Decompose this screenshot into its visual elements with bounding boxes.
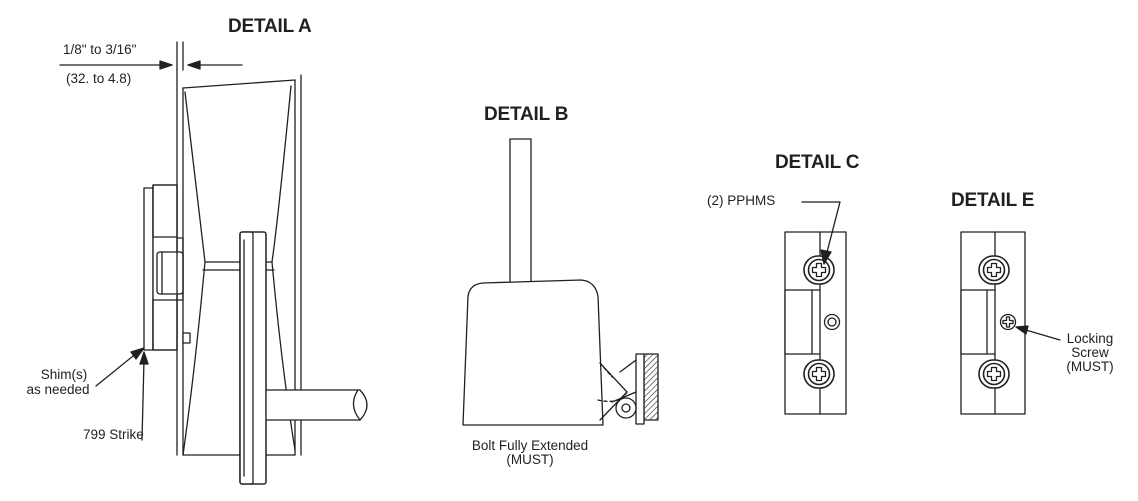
detail-a-title: DETAIL A xyxy=(228,16,312,37)
screws-leader xyxy=(801,201,841,257)
detail-b-drawing xyxy=(462,138,659,426)
strike-section-hatched xyxy=(643,353,659,421)
screws-label: (2) PPHMS xyxy=(707,193,776,208)
lever-handle xyxy=(239,231,368,485)
detail-c-title: DETAIL C xyxy=(775,152,860,173)
gap-dimension-metric: (32. to 4.8) xyxy=(66,71,132,86)
locking-label-line3: (MUST) xyxy=(1066,359,1114,374)
screw-bottom-c xyxy=(803,359,835,389)
screw-top-c xyxy=(803,255,835,285)
detail-b-title: DETAIL B xyxy=(484,104,569,125)
lock-body xyxy=(462,279,604,426)
screw-bottom-e xyxy=(978,359,1010,389)
detail-e-drawing xyxy=(960,231,1061,415)
screw-top-e xyxy=(978,255,1010,285)
bolt-rod xyxy=(509,138,532,284)
detail-e-title: DETAIL E xyxy=(951,190,1035,211)
shim-label-line2: as needed xyxy=(26,382,90,397)
locking-label-line1: Locking xyxy=(1066,331,1114,346)
detail-a-leaders xyxy=(95,347,149,441)
shim-label-line1: Shim(s) xyxy=(40,367,88,382)
strike-label: 799 Strike xyxy=(83,427,144,442)
gap-dimension-lines xyxy=(59,41,243,71)
detail-a-drawing xyxy=(59,41,368,485)
gap-dimension-label: 1/8" to 3/16" xyxy=(63,42,137,57)
bolt-label-line2: (MUST) xyxy=(506,452,554,467)
locking-label-line2: Screw xyxy=(1071,345,1109,360)
bolt-label-line1: Bolt Fully Extended xyxy=(471,438,589,453)
detail-c-drawing xyxy=(784,201,847,415)
strike-799 xyxy=(143,184,191,351)
